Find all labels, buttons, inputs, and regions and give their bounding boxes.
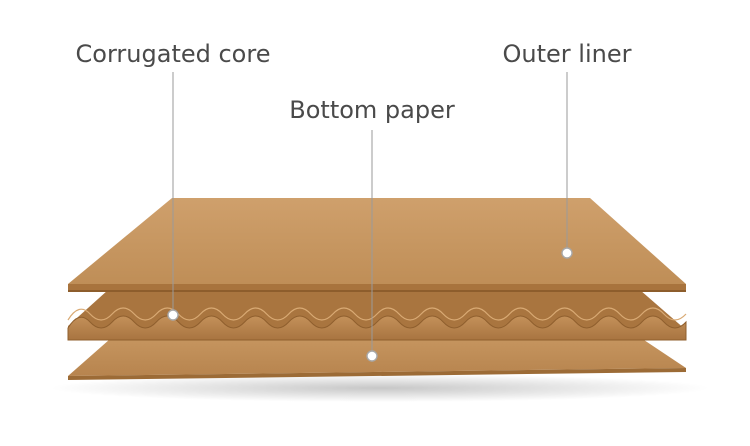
outer-liner-marker-dot <box>561 247 573 259</box>
corrugated-core-label: Corrugated core <box>76 40 271 68</box>
outer-liner-label: Outer liner <box>503 40 632 68</box>
corrugated-core-layer <box>67 290 687 341</box>
outer-liner-sheet <box>68 198 686 292</box>
bottom-paper-label: Bottom paper <box>289 96 455 124</box>
corrugated-core-marker-dot <box>167 309 179 321</box>
bottom-paper-marker-dot <box>366 350 378 362</box>
floor-shadow <box>50 374 710 402</box>
